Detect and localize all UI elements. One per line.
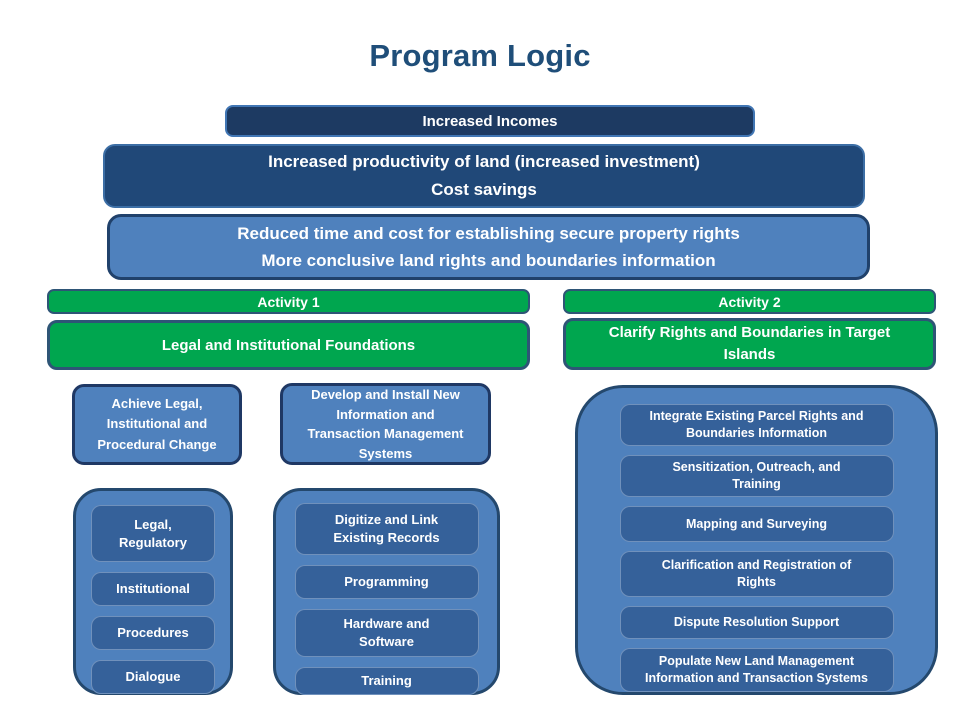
clarify-task-item: Integrate Existing Parcel Rights and Bou… — [619, 404, 894, 446]
legal-group-item: Procedures — [91, 616, 215, 650]
systems-group-item: Hardware and Software — [294, 609, 479, 657]
group-systems: Digitize and Link Existing Records Progr… — [273, 488, 500, 695]
clarify-task-item: Populate New Land Management Information… — [619, 648, 894, 692]
legal-group-item: Institutional — [91, 572, 215, 606]
output-information-systems: Develop and Install New Information and … — [280, 383, 491, 465]
activity-1-heading: Legal and Institutional Foundations — [47, 320, 530, 370]
clarify-task-item: Clarification and Registration of Rights — [619, 551, 894, 597]
systems-group-item: Programming — [294, 565, 479, 599]
outcome-increased-incomes: Increased Incomes — [225, 105, 755, 137]
systems-group-item: Digitize and Link Existing Records — [294, 503, 479, 555]
slide-title: Program Logic — [369, 38, 591, 73]
clarify-task-item: Sensitization, Outreach, and Training — [619, 455, 894, 497]
activity-1-bar: Activity 1 — [47, 289, 530, 314]
outcome-productivity-cost-savings: Increased productivity of land (increase… — [103, 144, 865, 208]
legal-group-item: Dialogue — [91, 660, 215, 694]
output-procedural-change: Achieve Legal, Institutional and Procedu… — [72, 384, 242, 465]
activity-2-bar: Activity 2 — [563, 289, 936, 314]
group-clarify-tasks: Integrate Existing Parcel Rights and Bou… — [575, 385, 938, 695]
systems-group-item: Training — [294, 667, 479, 695]
group-legal-foundations: Legal, Regulatory Institutional Procedur… — [73, 488, 233, 695]
outcome-property-rights: Reduced time and cost for establishing s… — [107, 214, 870, 280]
clarify-task-item: Dispute Resolution Support — [619, 606, 894, 639]
activity-2-heading: Clarify Rights and Boundaries in Target … — [563, 318, 936, 370]
clarify-task-item: Mapping and Surveying — [619, 506, 894, 542]
legal-group-item: Legal, Regulatory — [91, 505, 215, 562]
